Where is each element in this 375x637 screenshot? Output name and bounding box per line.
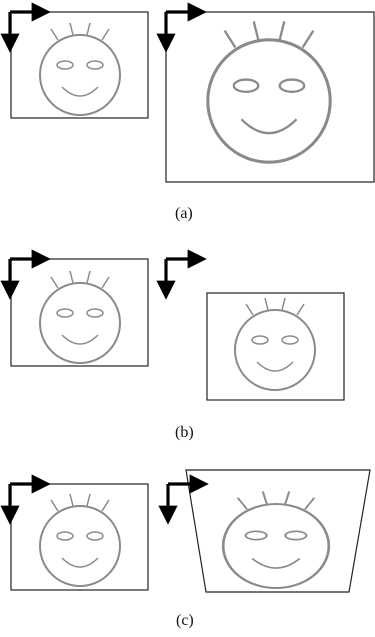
axis-arrow-icon (168, 484, 204, 520)
axis-arrow-icon (10, 12, 46, 48)
smiley-face-icon (221, 490, 331, 590)
label-a: (a) (175, 205, 193, 222)
axis-arrow-icon (10, 484, 46, 520)
axis-arrow-icon (166, 12, 202, 48)
image-frame-translated (206, 292, 345, 401)
panel-a (10, 11, 375, 183)
label-c: (c) (176, 612, 194, 629)
panel-c (10, 469, 371, 593)
image-frame-original (10, 258, 149, 367)
image-frame-perspective (185, 469, 371, 593)
image-frame-scaled (165, 11, 375, 183)
axis-arrow-icon (10, 259, 46, 295)
label-b: (b) (175, 424, 194, 441)
panel-b (10, 258, 345, 401)
smiley-face-icon (39, 270, 121, 364)
image-frame-original (10, 483, 149, 591)
smiley-face-icon (39, 22, 121, 116)
image-frame-original (10, 11, 149, 119)
smiley-face-icon (234, 297, 316, 391)
smiley-face-icon (39, 493, 121, 587)
smiley-face-icon (206, 19, 332, 164)
axis-arrow-icon (166, 259, 202, 295)
